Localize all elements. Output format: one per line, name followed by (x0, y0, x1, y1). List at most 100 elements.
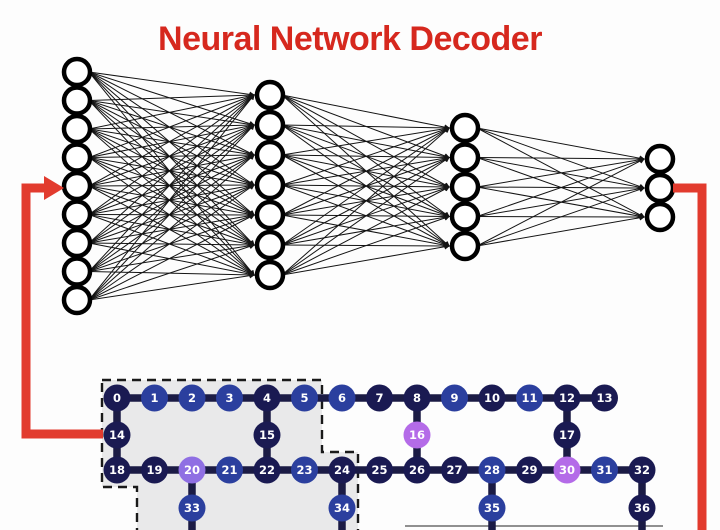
nn-edge (88, 182, 256, 188)
nn-edge (88, 71, 255, 276)
nn-edge (88, 128, 255, 246)
nn-edge (88, 153, 256, 215)
qubit-node-label: 5 (300, 391, 308, 405)
nn-edge (88, 185, 255, 276)
nn-edge (476, 157, 646, 217)
qubit-node-label: 12 (559, 391, 575, 405)
qubit-node-label: 6 (338, 391, 346, 405)
hidden-layer-1-neuron (254, 169, 286, 201)
qubit-node-28 (478, 456, 506, 484)
qubit-node-15 (253, 421, 281, 449)
qubit-node-17 (553, 421, 581, 449)
hidden-layer-2-neuron (449, 230, 481, 262)
qubit-node-24 (328, 456, 356, 484)
nn-edge (88, 100, 256, 128)
nn-edge (281, 156, 450, 276)
qubit-node-label: 13 (596, 391, 612, 405)
nn-edge (88, 213, 256, 244)
nn-edge (88, 94, 255, 215)
nn-edge (88, 185, 256, 217)
qubit-node-22 (253, 456, 281, 484)
hidden-layer-1-neuron (254, 139, 286, 171)
nn-edge (88, 128, 256, 187)
qubit-node-26 (403, 456, 431, 484)
nn-edge (281, 186, 450, 276)
nn-edge (88, 122, 256, 130)
output-layer-neuron (644, 143, 676, 175)
qubit-node-label: 21 (221, 463, 237, 477)
qubit-node-label: 7 (375, 391, 383, 405)
qubit-node-33 (178, 494, 206, 522)
nn-edge (88, 157, 256, 187)
qubit-node-label: 19 (146, 463, 162, 477)
qubit-node-label: 33 (184, 501, 200, 515)
nn-edge (88, 93, 256, 158)
nn-edge (88, 71, 255, 246)
hidden-layer-2-neuron (449, 112, 481, 144)
qubit-node-label: 29 (521, 463, 537, 477)
nn-edge (88, 92, 256, 101)
nn-edge (88, 154, 255, 244)
hidden-layer-1-neuron (254, 229, 286, 261)
input-layer-neuron (61, 113, 93, 145)
nn-edge (88, 123, 256, 187)
qubit-node-21 (216, 456, 243, 484)
qubit-node-1 (141, 384, 168, 412)
qubit-node-label: 25 (371, 463, 387, 477)
nn-edge (281, 127, 450, 276)
input-layer-neuron (61, 56, 93, 88)
input-layer-neuron (61, 199, 93, 230)
nn-edge (88, 272, 256, 301)
nn-edge (88, 128, 255, 216)
qubit-node-5 (291, 384, 318, 412)
qubit-node-35 (478, 494, 506, 522)
hidden-layer-2-neuron (449, 201, 481, 232)
qubit-node-label: 27 (446, 463, 462, 477)
qubit-node-label: 4 (263, 391, 271, 405)
qubit-node-13 (591, 384, 618, 412)
diagram-title: Neural Network Decoder (158, 20, 542, 58)
input-layer-neuron (61, 227, 93, 259)
dashed-region (100, 378, 360, 530)
qubit-node-label: 36 (634, 501, 650, 515)
qubit-node-label: 8 (413, 391, 421, 405)
qubit-node-label: 31 (596, 463, 612, 477)
nn-edge (476, 156, 646, 162)
nn-edge (476, 158, 645, 247)
qubit-node-label: 14 (109, 428, 125, 442)
nn-edge (88, 213, 256, 272)
nn-edge (88, 153, 256, 187)
qubit-node-label: 28 (484, 463, 500, 477)
nn-edge (88, 123, 256, 158)
nn-edge (88, 124, 255, 301)
nn-edge (88, 94, 255, 301)
nn-edge (88, 124, 255, 215)
nn-edge (88, 242, 256, 277)
nn-edge (88, 183, 256, 215)
nn-edge (88, 154, 255, 301)
nn-edge (281, 127, 450, 246)
qubit-node-19 (141, 456, 168, 484)
qubit-node-3 (216, 384, 243, 412)
nn-edge (88, 71, 256, 98)
nn-edge (88, 271, 256, 278)
qubit-node-36 (628, 494, 656, 522)
qubit-node-label: 15 (259, 428, 275, 442)
nn-edge (88, 71, 255, 186)
nn-edge (281, 244, 451, 276)
hidden-layer-2-neuron (449, 171, 481, 203)
qubit-node-6 (328, 384, 356, 412)
qubit-node-label: 16 (409, 428, 425, 442)
qubit-node-23 (291, 456, 318, 484)
input-layer-neuron (61, 256, 93, 287)
qubit-node-18 (103, 456, 131, 484)
qubit-node-34 (328, 494, 356, 522)
qubit-node-32 (628, 456, 656, 484)
qubit-node-29 (516, 456, 543, 484)
nn-edge (88, 157, 256, 217)
qubit-node-label: 9 (450, 391, 458, 405)
qubit-node-25 (366, 456, 393, 484)
nn-edge (88, 71, 255, 156)
qubit-node-20 (178, 456, 206, 484)
